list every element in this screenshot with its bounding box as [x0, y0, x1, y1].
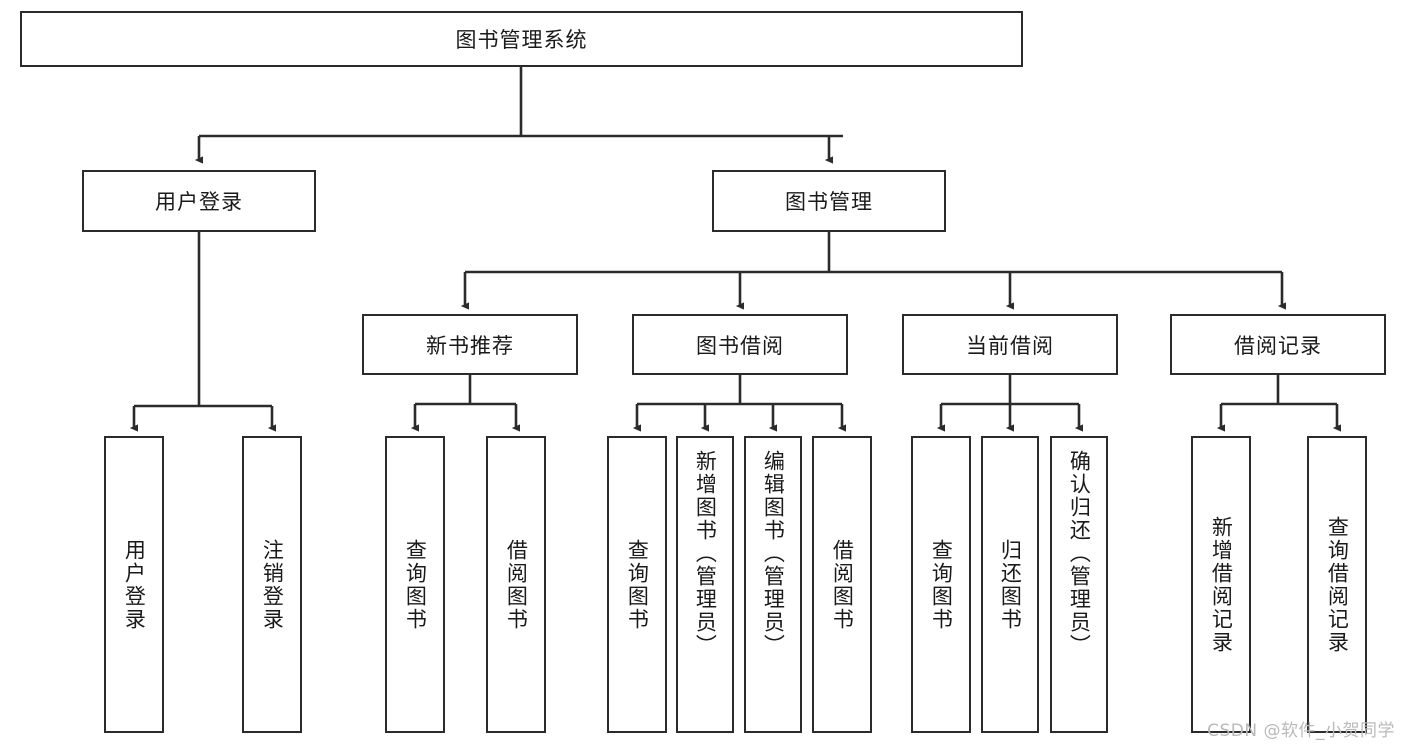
leaf-label: 借阅图书 [504, 538, 529, 631]
leaf-label: 用户登录 [122, 538, 147, 631]
node-book-management-label: 图书管理 [785, 190, 873, 214]
node-new-book-recommend-label: 新书推荐 [426, 333, 514, 358]
node-book-borrow[interactable]: 图书借阅 [632, 314, 848, 375]
node-book-management[interactable]: 图书管理 [712, 170, 946, 232]
leaf-label: 新增图书（管理员） [693, 450, 718, 657]
leaf-user-login-login[interactable]: 用户登录 [104, 436, 164, 733]
node-root-label: 图书管理系统 [455, 28, 588, 52]
node-current-borrow-label: 当前借阅 [966, 333, 1054, 358]
node-user-login-label: 用户登录 [155, 190, 243, 214]
node-current-borrow[interactable]: 当前借阅 [902, 314, 1118, 375]
leaf-label: 查询图书 [929, 538, 954, 631]
node-root[interactable]: 图书管理系统 [20, 11, 1023, 67]
leaf-label: 编辑图书（管理员） [761, 450, 786, 657]
leaf-label: 归还图书 [998, 538, 1023, 631]
leaf-label: 查询图书 [625, 538, 650, 631]
leaf-current-borrow-confirm-return[interactable]: 确认归还（管理员） [1050, 436, 1108, 733]
leaf-label: 借阅图书 [830, 538, 855, 631]
leaf-book-borrow-edit[interactable]: 编辑图书（管理员） [744, 436, 802, 733]
leaf-label: 注销登录 [260, 538, 285, 631]
leaf-new-book-query[interactable]: 查询图书 [385, 436, 445, 733]
leaf-book-borrow-query[interactable]: 查询图书 [607, 436, 667, 733]
leaf-borrow-record-add[interactable]: 新增借阅记录 [1191, 436, 1251, 733]
leaf-label: 查询借阅记录 [1325, 515, 1350, 654]
node-borrow-record-label: 借阅记录 [1234, 333, 1322, 358]
leaf-borrow-record-query[interactable]: 查询借阅记录 [1307, 436, 1367, 733]
node-borrow-record[interactable]: 借阅记录 [1170, 314, 1386, 375]
leaf-user-login-logout[interactable]: 注销登录 [242, 436, 302, 733]
leaf-book-borrow-borrow[interactable]: 借阅图书 [812, 436, 872, 733]
leaf-label: 确认归还（管理员） [1067, 450, 1092, 657]
node-book-borrow-label: 图书借阅 [696, 333, 784, 358]
node-user-login[interactable]: 用户登录 [82, 170, 316, 232]
node-new-book-recommend[interactable]: 新书推荐 [362, 314, 578, 375]
leaf-label: 查询图书 [403, 538, 428, 631]
leaf-new-book-borrow[interactable]: 借阅图书 [486, 436, 546, 733]
leaf-book-borrow-add[interactable]: 新增图书（管理员） [676, 436, 734, 733]
leaf-current-borrow-query[interactable]: 查询图书 [911, 436, 971, 733]
leaf-label: 新增借阅记录 [1209, 515, 1234, 654]
csdn-watermark: CSDN @软件_小贺同学 [1207, 721, 1395, 741]
leaf-current-borrow-return[interactable]: 归还图书 [981, 436, 1039, 733]
